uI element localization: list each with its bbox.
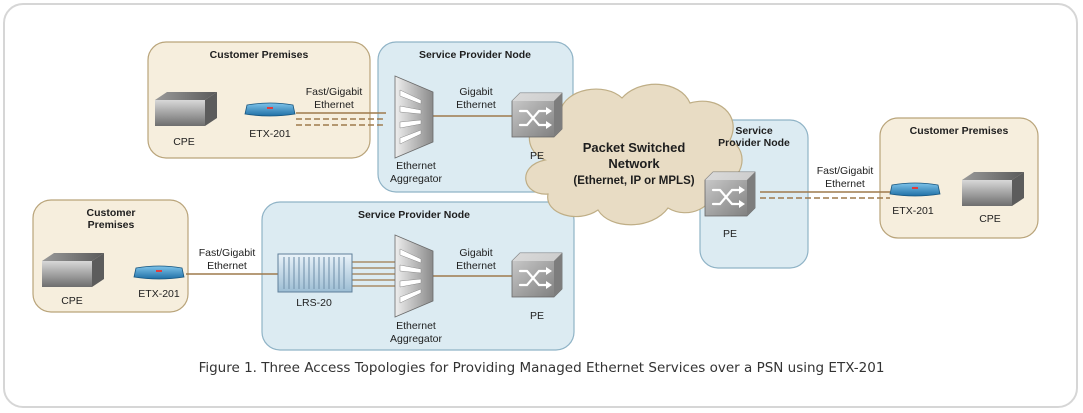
etx-201-bottom-device [133,265,185,280]
etx-201-right-device [889,182,941,197]
pe-bottom-label: PE [530,310,544,322]
customer-premises-top-box [147,41,371,159]
cpe-top-label: CPE [173,136,195,148]
right-link-label-line1: Fast/Gigabit [817,165,874,177]
cpe-right-device [962,172,1024,206]
cpe-top-device [155,92,217,126]
cloud-title-line2: Network [608,156,660,171]
customer-premises-bottom-title1: Customer [86,207,135,219]
top-gigabit-line2: Ethernet [456,99,496,111]
bottom-links [186,261,512,287]
bottom-aggregator-line1: Ethernet [396,320,436,332]
etx-201-right-label: ETX-201 [892,205,934,217]
service-provider-node-top-title: Service Provider Node [419,49,531,61]
pe-right-device [703,170,757,218]
bottom-link-label-line2: Ethernet [207,260,247,272]
etx-201-bottom-label: ETX-201 [138,288,180,300]
pe-right-label: PE [723,228,737,240]
right-link-label-line2: Ethernet [825,178,865,190]
cloud-title-line3: (Ethernet, IP or MPLS) [573,175,694,187]
bottom-aggregator-line2: Aggregator [390,333,442,345]
top-gigabit-line1: Gigabit [459,86,492,98]
pe-bottom-device [510,251,564,299]
customer-premises-top-title: Customer Premises [210,49,309,61]
top-link-label-line1: Fast/Gigabit [306,86,363,98]
cloud-title-line1: Packet Switched [583,140,686,155]
lrs-20-device [277,253,353,293]
lrs-20-label: LRS-20 [296,297,332,309]
psn-cloud [525,83,743,226]
customer-premises-right-title: Customer Premises [910,125,1009,137]
cpe-bottom-label: CPE [61,295,83,307]
top-link-label-line2: Ethernet [314,99,354,111]
top-links [296,112,512,126]
bottom-gigabit-line2: Ethernet [456,260,496,272]
service-provider-node-right-title1: Service [735,125,773,137]
right-links [760,191,890,199]
bottom-link-label-line1: Fast/Gigabit [199,247,256,259]
top-aggregator-line1: Ethernet [396,160,436,172]
figure-caption: Figure 1. Three Access Topologies for Pr… [198,360,885,376]
etx-201-top-device [244,102,296,117]
pe-top-label: PE [530,150,544,162]
service-provider-node-right-title2: Provider Node [718,137,790,149]
service-provider-node-bottom-title: Service Provider Node [358,209,470,221]
customer-premises-bottom-title2: Premises [88,219,135,231]
cpe-right-label: CPE [979,213,1001,225]
customer-premises-right-box [879,117,1039,239]
pe-top-device [510,91,564,139]
etx-201-top-label: ETX-201 [249,128,291,140]
cpe-bottom-device [42,253,104,287]
bottom-gigabit-line1: Gigabit [459,247,492,259]
top-aggregator-line2: Aggregator [390,173,442,185]
